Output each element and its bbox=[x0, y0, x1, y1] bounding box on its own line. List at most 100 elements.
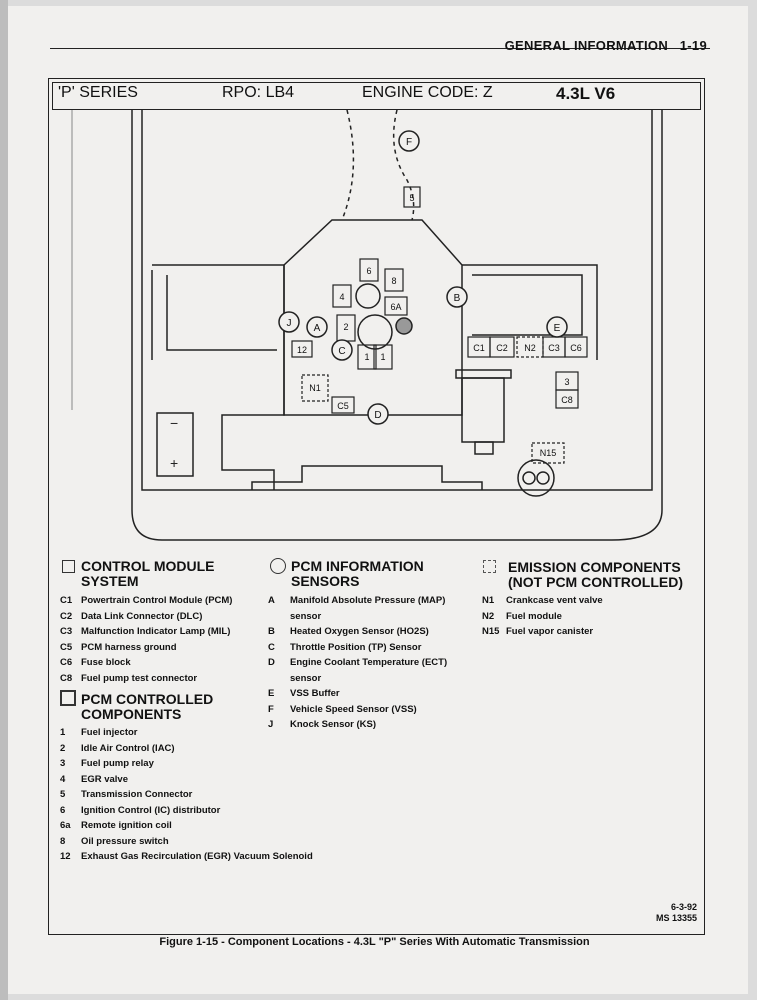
legend-code: C2 bbox=[60, 610, 73, 622]
title-bar bbox=[52, 82, 701, 110]
svg-text:F: F bbox=[406, 137, 412, 148]
doc-ms: MS 13355 bbox=[655, 913, 697, 923]
legend-code bbox=[268, 671, 290, 687]
legend-text: Heated Oxygen Sensor (HO2S) bbox=[290, 626, 429, 637]
pcm-controlled-title: PCM CONTROLLED COMPONENTS bbox=[81, 691, 214, 722]
legend-code: C1 bbox=[60, 595, 73, 606]
legend-text: Crankcase vent valve bbox=[506, 595, 603, 606]
legend-item: 6 Ignition Control (IC) distributor bbox=[60, 803, 313, 819]
page-header: GENERAL INFORMATION 1-19 bbox=[505, 38, 707, 53]
component-location-diagram: − + 5 6 8 4 6A 2 bbox=[71, 110, 663, 541]
header-rule bbox=[50, 48, 710, 49]
legend-text: Fuel pump test connector bbox=[81, 672, 198, 684]
svg-text:N2: N2 bbox=[524, 343, 536, 353]
legend-item: 8 Oil pressure switch bbox=[60, 834, 313, 850]
svg-text:1: 1 bbox=[364, 352, 369, 362]
legend-code: C6 bbox=[60, 657, 73, 668]
svg-text:C: C bbox=[338, 346, 345, 357]
legend-text: Oil pressure switch bbox=[81, 835, 169, 847]
legend-code: A bbox=[268, 595, 275, 606]
legend-text: Ignition Control (IC) distributor bbox=[81, 804, 221, 816]
svg-text:B: B bbox=[454, 293, 461, 304]
legend-code: B bbox=[268, 626, 275, 637]
legend-code bbox=[268, 609, 290, 625]
legend-text: Transmission Connector bbox=[81, 789, 193, 800]
legend-text: Throttle Position (TP) Sensor bbox=[290, 641, 422, 653]
legend-item: A Manifold Absolute Pressure (MAP) bbox=[268, 593, 447, 609]
legend-text: Powertrain Control Module (PCM) bbox=[81, 595, 233, 606]
figure-caption: Figure 1-15 - Component Locations - 4.3L… bbox=[159, 936, 590, 948]
legend-item: sensor bbox=[268, 671, 447, 687]
legend-code: 2 bbox=[60, 742, 66, 754]
diagram-label-5: 5 bbox=[409, 193, 414, 203]
svg-text:−: − bbox=[170, 415, 178, 431]
legend-item: F Vehicle Speed Sensor (VSS) bbox=[268, 702, 447, 718]
control-module-list: C1 Powertrain Control Module (PCM) C2 Data … bbox=[60, 593, 232, 686]
legend-code: 8 bbox=[60, 835, 66, 847]
figure-frame bbox=[48, 78, 705, 935]
legend-text: sensor bbox=[290, 610, 322, 622]
svg-text:C3: C3 bbox=[548, 343, 560, 353]
legend-item: 6a Remote ignition coil bbox=[60, 818, 313, 834]
legend-text: Fuel injector bbox=[81, 727, 138, 738]
legend-code: 6 bbox=[60, 804, 66, 816]
control-module-title: CONTROL MODULE SYSTEM bbox=[81, 558, 215, 589]
legend-code: 6a bbox=[60, 820, 71, 831]
legend-code: C bbox=[268, 641, 275, 653]
legend-code: E bbox=[268, 688, 275, 699]
svg-text:6: 6 bbox=[366, 266, 371, 276]
svg-text:N1: N1 bbox=[309, 383, 321, 393]
legend-text: Remote ignition coil bbox=[81, 820, 172, 831]
legend-text: Fuel pump relay bbox=[81, 758, 154, 769]
svg-text:C5: C5 bbox=[337, 401, 349, 411]
square-icon bbox=[62, 560, 75, 573]
legend-code: N15 bbox=[482, 626, 500, 637]
legend-code: C5 bbox=[60, 641, 73, 653]
svg-text:J: J bbox=[287, 318, 292, 329]
legend-code: D bbox=[268, 657, 275, 668]
svg-text:N15: N15 bbox=[540, 448, 557, 458]
svg-text:8: 8 bbox=[391, 276, 396, 286]
bold-square-icon bbox=[60, 690, 76, 706]
svg-text:4: 4 bbox=[339, 292, 344, 302]
section-title: GENERAL INFORMATION bbox=[504, 38, 669, 53]
legend-text: Vehicle Speed Sensor (VSS) bbox=[290, 703, 417, 715]
legend-item: C1 Powertrain Control Module (PCM) bbox=[60, 593, 232, 609]
legend-code: F bbox=[268, 703, 274, 715]
legend-text: Knock Sensor (KS) bbox=[290, 719, 377, 730]
svg-text:A: A bbox=[314, 323, 321, 334]
svg-text:C8: C8 bbox=[561, 395, 573, 405]
emission-title: EMISSION COMPONENTS (NOT PCM CONTROLLED) bbox=[508, 559, 683, 590]
legend-code: C3 bbox=[60, 626, 73, 637]
legend-item: C6 Fuse block bbox=[60, 655, 232, 671]
legend-item: B Heated Oxygen Sensor (HO2S) bbox=[268, 624, 447, 640]
legend-item: sensor bbox=[268, 609, 447, 625]
legend-text: Idle Air Control (IAC) bbox=[81, 742, 175, 754]
legend-text: Fuse block bbox=[81, 657, 131, 668]
legend-text: Exhaust Gas Recirculation (EGR) Vacuum S… bbox=[81, 851, 313, 862]
svg-text:3: 3 bbox=[564, 377, 569, 387]
svg-text:E: E bbox=[554, 323, 561, 334]
svg-text:1: 1 bbox=[380, 352, 385, 362]
legend-text: VSS Buffer bbox=[290, 688, 340, 699]
svg-text:+: + bbox=[170, 455, 178, 471]
series-label: 'P' SERIES bbox=[58, 84, 138, 101]
legend-code: N2 bbox=[482, 610, 495, 622]
legend-text: Data Link Connector (DLC) bbox=[81, 610, 203, 622]
page-number: 1-19 bbox=[679, 38, 707, 53]
legend-item: 2 Idle Air Control (IAC) bbox=[60, 741, 313, 757]
legend-text: PCM harness ground bbox=[81, 641, 177, 653]
dashed-square-icon bbox=[483, 560, 496, 573]
legend-text: Manifold Absolute Pressure (MAP) bbox=[290, 595, 446, 606]
legend-text: Fuel module bbox=[506, 610, 562, 622]
